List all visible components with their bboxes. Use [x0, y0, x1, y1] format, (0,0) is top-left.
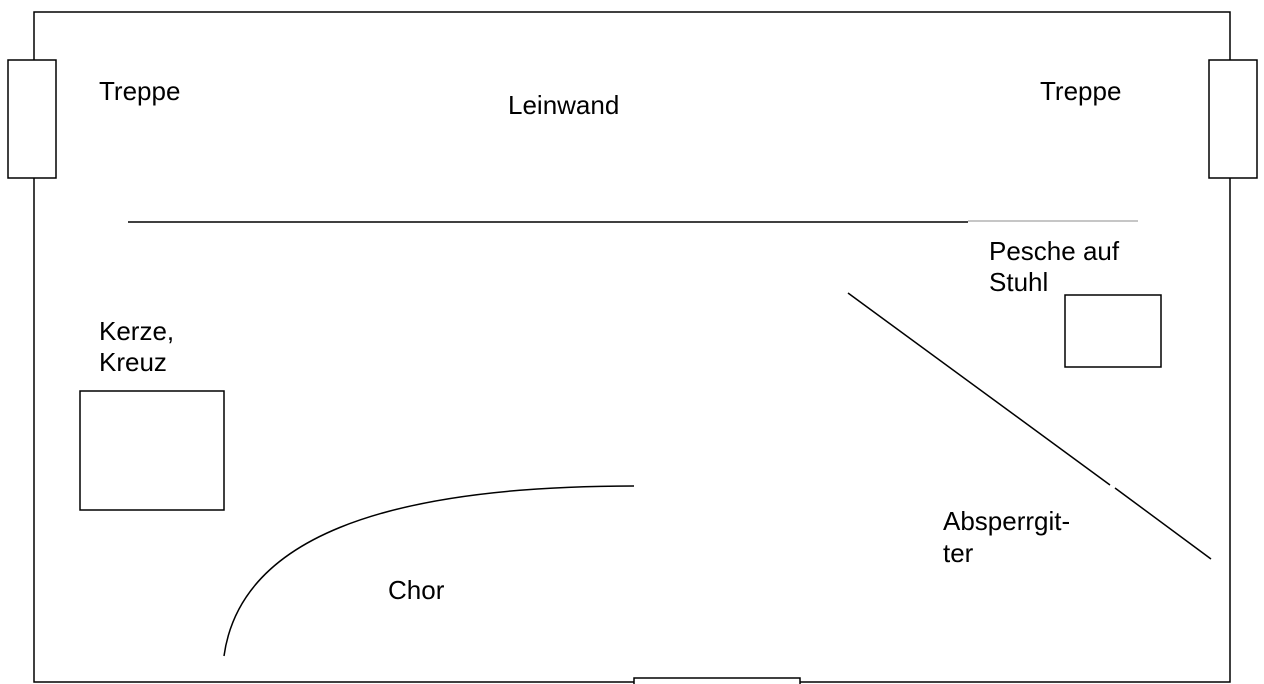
altar-box: [79, 390, 225, 511]
pesche-label-line2: Stuhl: [989, 267, 1049, 297]
choir-label: Chor: [388, 575, 445, 605]
stairs-right-box: [1208, 59, 1258, 179]
stairs-right-label: Treppe: [1040, 76, 1122, 106]
barrier-label-line1: Absperrgit-: [943, 506, 1071, 536]
stairs-left-label: Treppe: [99, 76, 181, 106]
barrier-line-lower: [1114, 487, 1212, 560]
pesche-label-line1: Pesche auf: [989, 236, 1120, 266]
chair-box: [1064, 294, 1162, 368]
entrance-box: [633, 677, 801, 684]
screen-label: Leinwand: [508, 90, 620, 120]
candle-cross-label-line1: Kerze,: [99, 316, 175, 346]
stairs-left-box: [7, 59, 57, 179]
candle-cross-label-line2: Kreuz: [99, 347, 167, 377]
barrier-line: [847, 292, 1111, 486]
room-outline: [33, 11, 1231, 683]
barrier-label-line2: ter: [943, 538, 974, 568]
choir-arc: [223, 485, 635, 657]
